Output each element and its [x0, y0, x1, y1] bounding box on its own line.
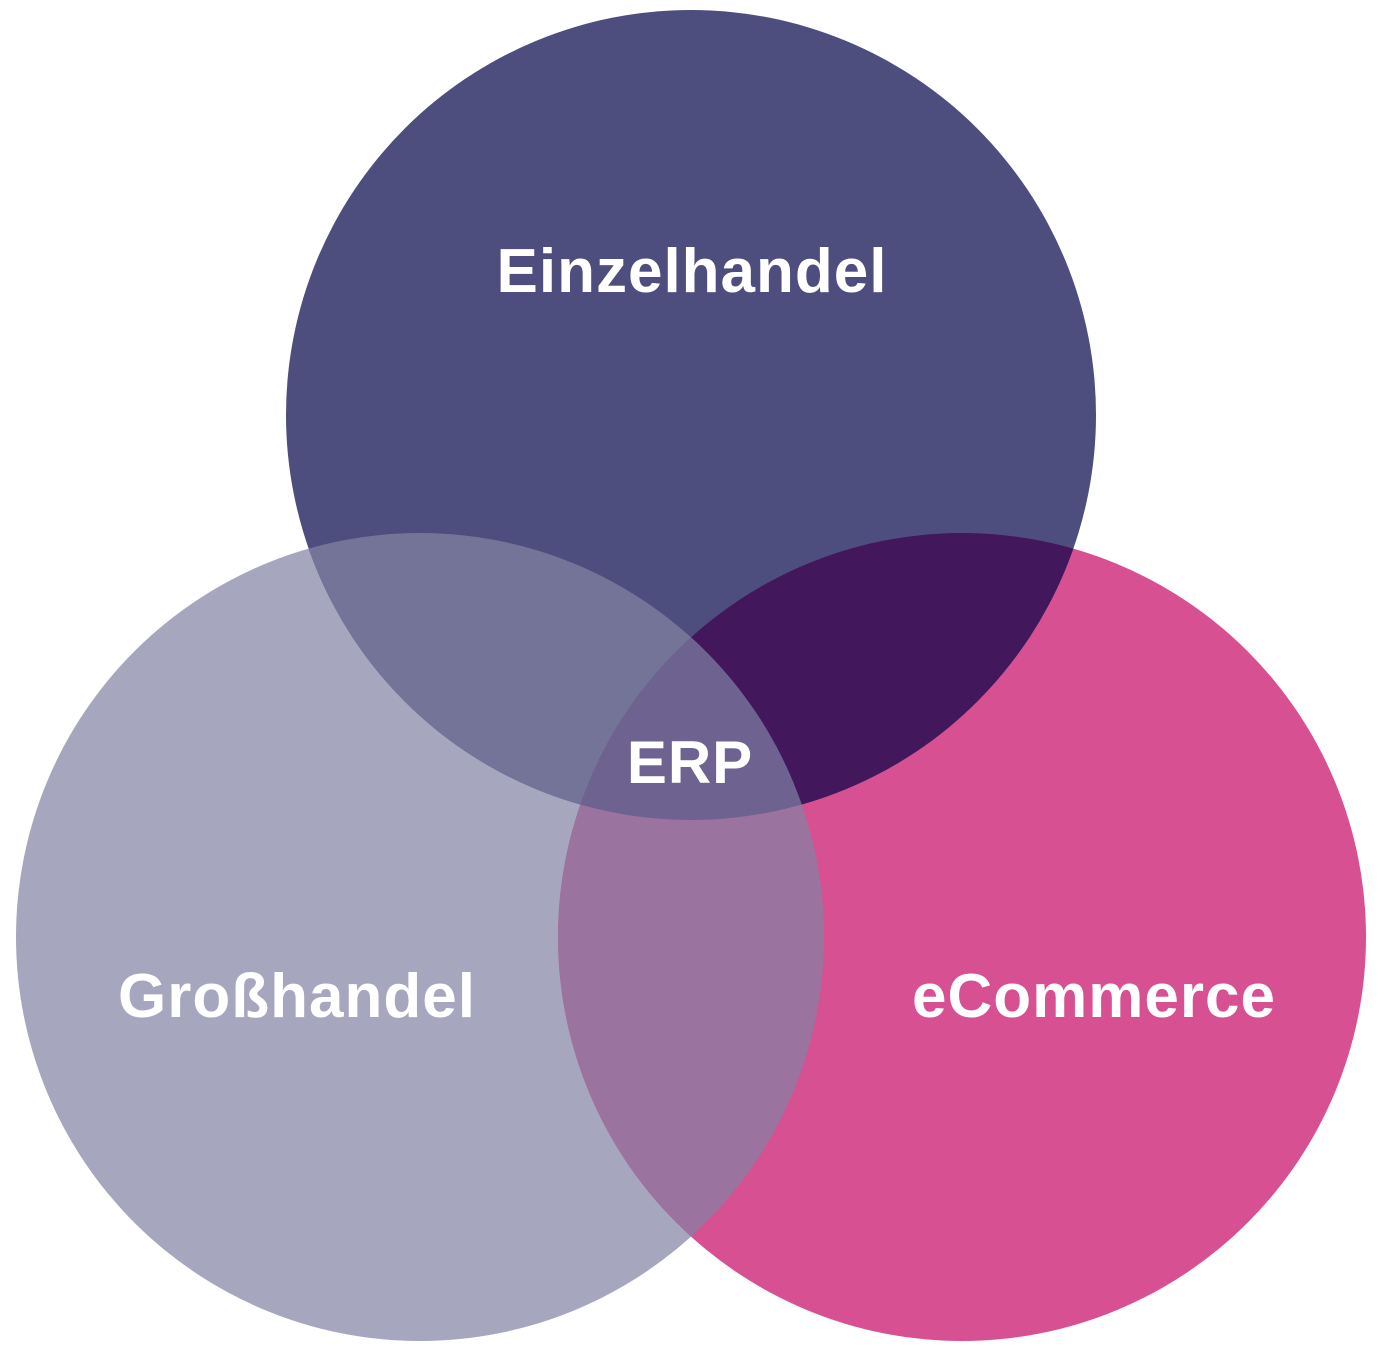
- label-einzelhandel: Einzelhandel: [496, 237, 888, 306]
- overlap-center-erp: [558, 533, 824, 820]
- label-ecommerce: eCommerce: [912, 962, 1276, 1031]
- label-erp: ERP: [626, 729, 754, 796]
- label-grosshandel: Großhandel: [118, 962, 476, 1031]
